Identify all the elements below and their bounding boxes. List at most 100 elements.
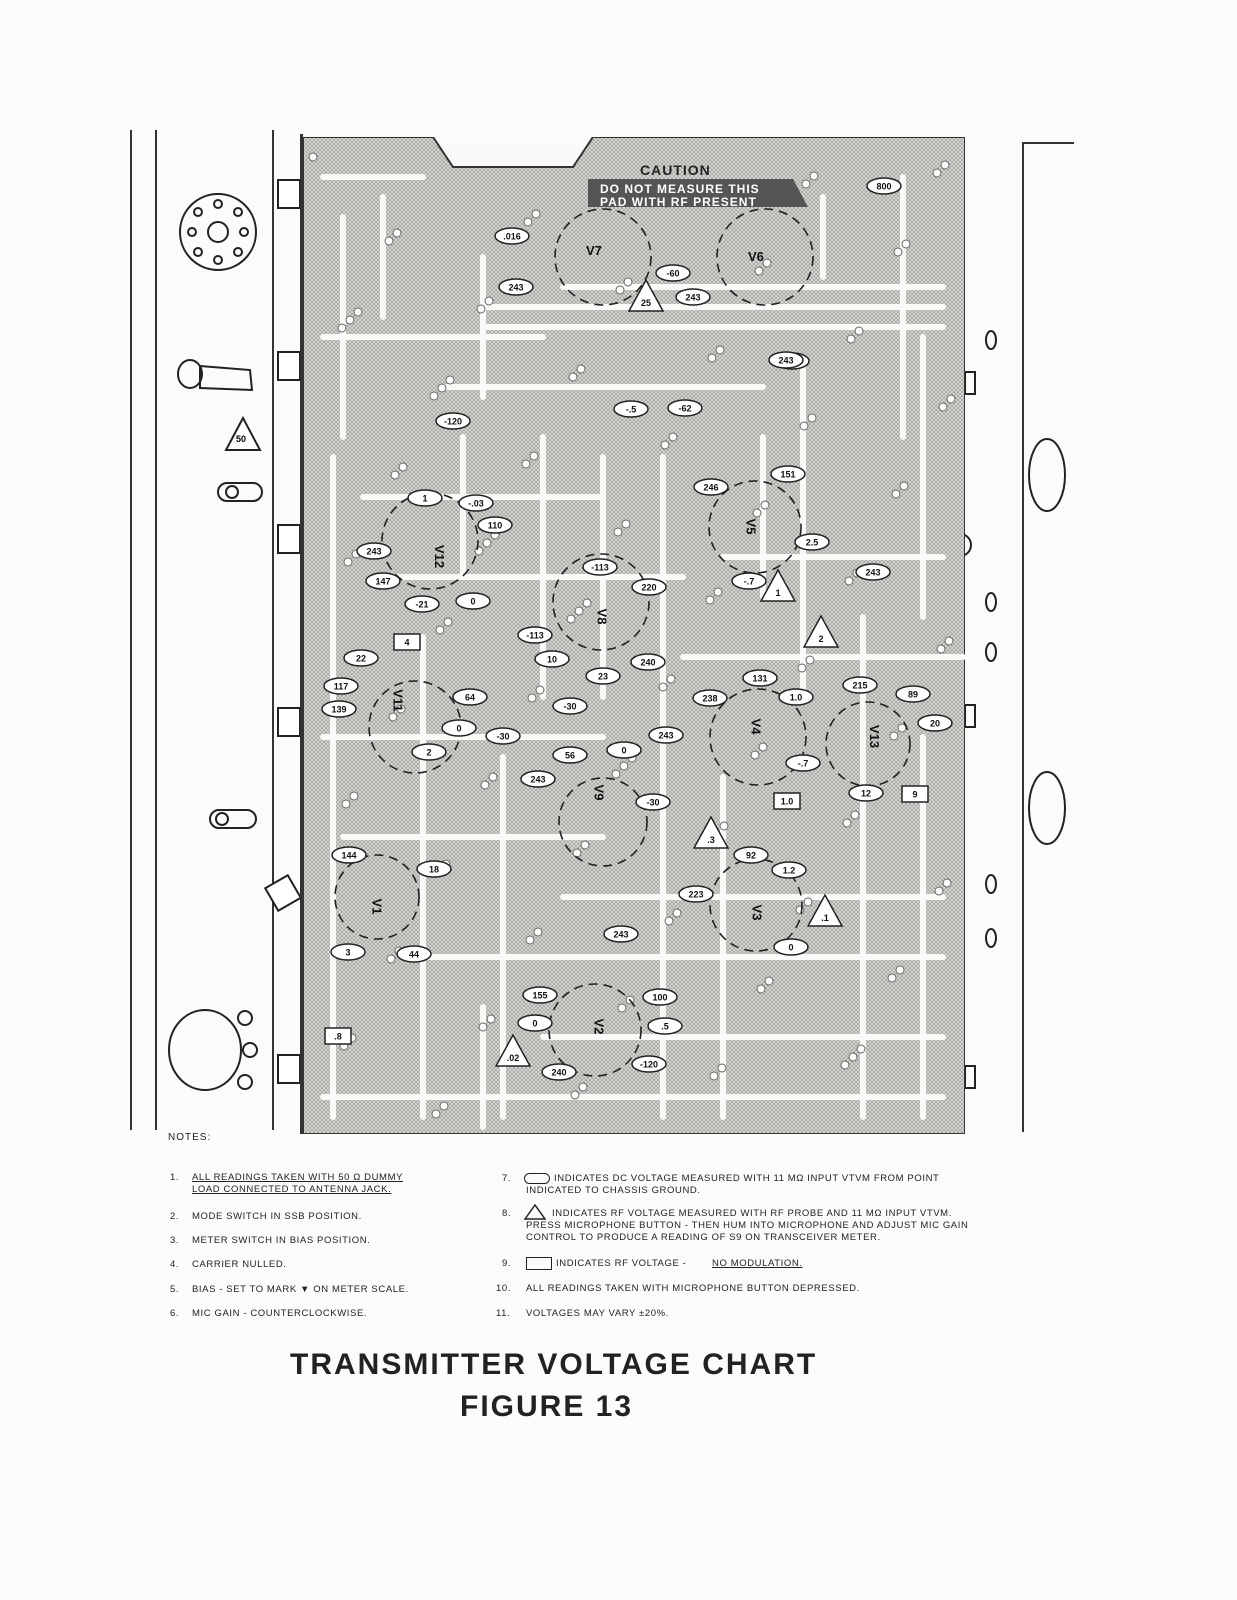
dc-voltage-reading: .016 — [494, 227, 530, 245]
svg-text:-.03: -.03 — [468, 499, 484, 509]
antenna-jack-icon — [1028, 438, 1066, 512]
svg-text:-120: -120 — [444, 417, 462, 427]
tube-label-v3: V3 — [749, 904, 765, 921]
svg-text:2: 2 — [818, 634, 823, 644]
dc-voltage-reading: 22 — [343, 649, 379, 667]
tube-socket-icon — [179, 193, 257, 271]
dc-voltage-reading: 223 — [678, 885, 714, 903]
chart-title: TRANSMITTER VOLTAGE CHART — [290, 1348, 818, 1381]
svg-text:220: 220 — [641, 583, 656, 593]
note-text: LOAD CONNECTED TO ANTENNA JACK. — [192, 1184, 392, 1195]
note-number: 11. — [496, 1308, 511, 1319]
dc-voltage-reading: 89 — [895, 685, 931, 703]
dc-voltage-reading: 64 — [452, 688, 488, 706]
svg-text:.016: .016 — [503, 232, 521, 242]
chassis-panel-edge — [272, 130, 274, 1130]
svg-text:0: 0 — [621, 746, 626, 756]
svg-text:44: 44 — [409, 950, 419, 960]
dc-voltage-reading: 92 — [733, 846, 769, 864]
svg-text:.02: .02 — [507, 1053, 520, 1063]
note-text: CARRIER NULLED. — [192, 1259, 287, 1270]
svg-text:-.7: -.7 — [798, 759, 809, 769]
note-text-underlined: NO MODULATION. — [712, 1258, 803, 1269]
svg-text:50: 50 — [236, 434, 246, 444]
antenna-jack-icon — [1028, 771, 1066, 845]
note-text: METER SWITCH IN BIAS POSITION. — [192, 1235, 371, 1246]
dc-voltage-reading: .5 — [647, 1017, 683, 1035]
dc-voltage-reading: 144 — [331, 846, 367, 864]
tube-label-v13: V13 — [867, 724, 883, 749]
note-text: INDICATES DC VOLTAGE MEASURED WITH 11 MΩ… — [554, 1173, 940, 1184]
note-number: 7. — [502, 1173, 512, 1184]
svg-text:56: 56 — [565, 751, 575, 761]
rf-probe-reading: 1 — [759, 568, 797, 602]
svg-text:9: 9 — [912, 790, 917, 800]
dc-voltage-reading: 0 — [455, 592, 491, 610]
dc-voltage-reading: -21 — [404, 595, 440, 613]
chassis-left-rail — [130, 130, 132, 1130]
dc-voltage-reading: 12 — [848, 784, 884, 802]
chassis-right-rail — [1022, 142, 1024, 1132]
tube-label-v11: V11 — [390, 689, 406, 712]
rf-probe-reading: .1 — [806, 893, 844, 927]
svg-text:1.0: 1.0 — [781, 797, 794, 807]
relay-icon — [177, 359, 254, 392]
svg-text:800: 800 — [876, 182, 891, 192]
tube-label-v5: V5 — [743, 518, 759, 535]
svg-text:243: 243 — [613, 930, 628, 940]
note-text: ALL READINGS TAKEN WITH MICROPHONE BUTTO… — [526, 1283, 860, 1294]
figure-label: FIGURE 13 — [460, 1390, 634, 1423]
dc-voltage-reading: -113 — [517, 626, 553, 644]
dc-voltage-reading: 243 — [356, 542, 392, 560]
svg-text:-.7: -.7 — [744, 577, 755, 587]
svg-text:-60: -60 — [666, 269, 679, 279]
note-text: CONTROL TO PRODUCE A READING OF S9 ON TR… — [526, 1232, 881, 1243]
svg-text:0: 0 — [532, 1019, 537, 1029]
svg-text:0: 0 — [470, 597, 475, 607]
dc-voltage-reading: -.03 — [458, 494, 494, 512]
rf-voltage-box-reading: 9 — [901, 785, 929, 803]
dc-voltage-reading: 131 — [742, 669, 778, 687]
svg-text:-30: -30 — [646, 798, 659, 808]
dc-voltage-reading: 0 — [441, 719, 477, 737]
note-number: 6. — [170, 1308, 180, 1319]
svg-text:1: 1 — [422, 494, 427, 504]
dc-voltage-reading: 243 — [768, 351, 804, 369]
dc-voltage-reading: 220 — [631, 578, 667, 596]
svg-text:4: 4 — [404, 638, 409, 648]
svg-text:147: 147 — [375, 577, 390, 587]
svg-text:92: 92 — [746, 851, 756, 861]
chassis-left-rail-inner — [155, 130, 157, 1130]
note-text: MIC GAIN - COUNTERCLOCKWISE. — [192, 1308, 368, 1319]
dc-voltage-reading: 20 — [917, 714, 953, 732]
svg-text:3: 3 — [345, 948, 350, 958]
dc-voltage-reading: -30 — [635, 793, 671, 811]
svg-text:-30: -30 — [496, 732, 509, 742]
rf-probe-reading: 2 — [802, 614, 840, 648]
note-text: MODE SWITCH IN SSB POSITION. — [192, 1211, 362, 1222]
grommet-icon — [985, 642, 997, 662]
rf-probe-reading: .3 — [692, 815, 730, 849]
svg-text:243: 243 — [865, 568, 880, 578]
dc-voltage-reading: -120 — [435, 412, 471, 430]
tube-label-v12: V12 — [432, 544, 448, 569]
svg-text:151: 151 — [780, 470, 795, 480]
dc-voltage-reading: 0 — [606, 741, 642, 759]
dc-voltage-reading: 23 — [585, 667, 621, 685]
svg-text:131: 131 — [752, 674, 767, 684]
voltage-readings: .016243-60243800243243-.5-62-1201-.03110… — [321, 177, 953, 1081]
rf-triangle-symbol-icon — [524, 1204, 546, 1220]
dc-voltage-reading: -30 — [485, 727, 521, 745]
grommet-icon — [985, 874, 997, 894]
note-text: INDICATES RF VOLTAGE MEASURED WITH RF PR… — [552, 1208, 952, 1219]
note-number: 4. — [170, 1259, 180, 1270]
dc-voltage-reading: 155 — [522, 986, 558, 1004]
dc-voltage-reading: 100 — [642, 988, 678, 1006]
connector-icon — [209, 482, 263, 829]
tube-label-v2: V2 — [591, 1018, 607, 1035]
svg-text:1.0: 1.0 — [790, 693, 803, 703]
svg-text:-30: -30 — [563, 702, 576, 712]
svg-text:240: 240 — [640, 658, 655, 668]
right-components — [965, 330, 1066, 1089]
